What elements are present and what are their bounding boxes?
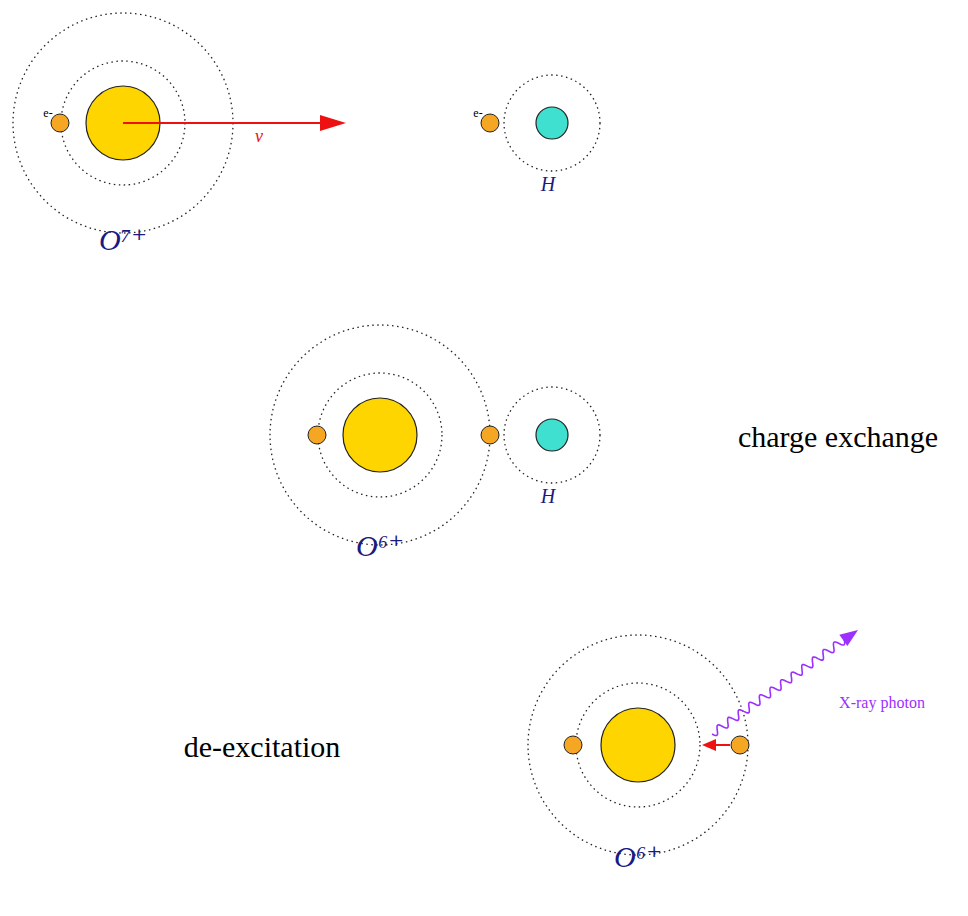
atom-label: O⁷⁺ (99, 225, 147, 255)
orbit (318, 373, 442, 497)
atom-label: H (541, 174, 555, 194)
electron: e- (470, 103, 500, 133)
electron: e- (40, 103, 70, 133)
orbit (504, 75, 600, 171)
velocity-label: v⃗ (255, 127, 277, 145)
nucleus (536, 107, 568, 139)
orbit (576, 683, 700, 807)
orbit (270, 325, 490, 545)
process-label: charge exchange (738, 422, 938, 452)
hydrogen-atom: He- (504, 75, 600, 195)
nucleus (343, 398, 417, 472)
orbit (504, 387, 600, 483)
nucleus (601, 708, 675, 782)
electron (564, 736, 582, 754)
ion-atom: O⁶⁺ (270, 325, 490, 565)
ion-atom: O⁶⁺ (528, 635, 748, 875)
atom-label: H (541, 486, 555, 506)
arrowhead (702, 739, 716, 751)
photon-label: X-ray photon (839, 695, 925, 711)
electron-label: e- (43, 107, 52, 119)
electron (481, 114, 499, 132)
process-label: de-excitation (184, 732, 341, 762)
electron (308, 426, 326, 444)
electron-label: e- (473, 107, 482, 119)
arrowhead (839, 630, 858, 646)
electron (481, 426, 499, 444)
electron (731, 736, 749, 754)
transition-arrow (714, 744, 730, 746)
electron (51, 114, 69, 132)
atom-label: O⁶⁺ (614, 842, 662, 872)
ion-atom: O⁷⁺ e- (13, 13, 233, 258)
atom-label: O⁶⁺ (356, 531, 404, 561)
orbit (528, 635, 748, 855)
velocity-arrow (123, 122, 322, 124)
hydrogen-atom: H (504, 387, 600, 507)
nucleus (536, 419, 568, 451)
arrowhead (320, 115, 346, 131)
photon-wave (712, 639, 845, 736)
